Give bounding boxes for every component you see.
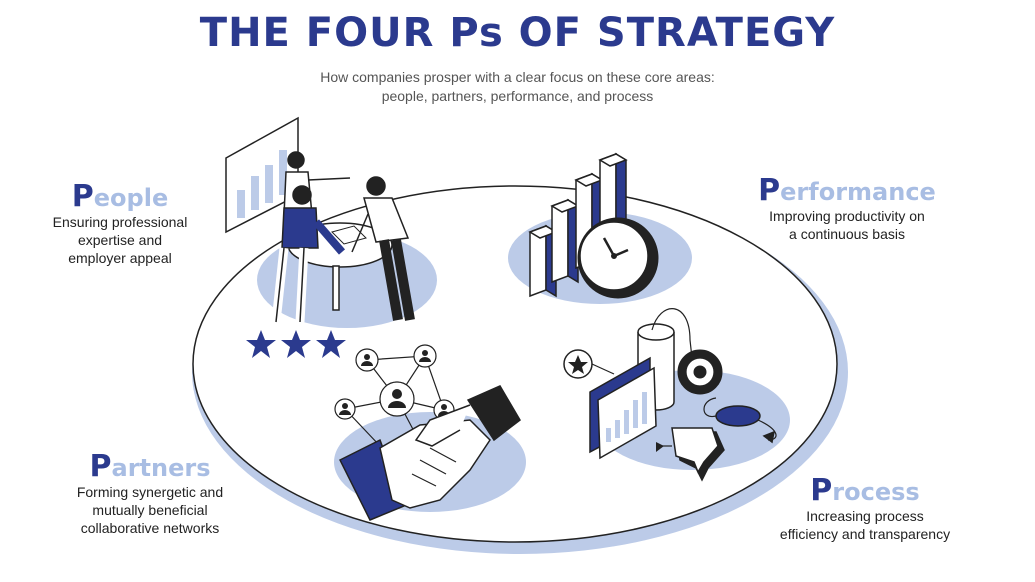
process-description: Increasing process efficiency and transp… (760, 507, 970, 543)
process-desc-line: Increasing process (806, 508, 924, 524)
people-at-table-icon (271, 151, 415, 323)
performance-block: Performance Improving productivity on a … (752, 176, 942, 243)
handshake-icon (338, 385, 521, 521)
monitor-chart-icon (589, 356, 657, 460)
people-description: Ensuring professional expertise and empl… (52, 213, 188, 267)
clock-icon (577, 217, 659, 299)
partners-desc-line: collaborative networks (80, 520, 220, 536)
people-desc-line: Ensuring professional (52, 214, 188, 230)
page-title: THE FOUR Ps OF STRATEGY (199, 10, 836, 56)
people-heading-cap: P (71, 179, 94, 214)
toggle-disc-icon (703, 397, 777, 444)
page-subtitle: How companies prosper with a clear focus… (0, 68, 1035, 106)
network-icon (334, 344, 455, 455)
partners-desc-line: mutually beneficial (92, 502, 208, 518)
people-desc-line: employer appeal (68, 250, 172, 266)
performance-desc-line: a continuous basis (789, 226, 905, 242)
star-badge-icon (563, 349, 615, 379)
star-icon (316, 330, 346, 358)
process-heading-rest: rocess (832, 478, 920, 506)
people-heading: People (52, 182, 188, 213)
performance-heading-cap: P (758, 173, 781, 208)
chat-bubble-icon (656, 427, 725, 482)
process-desc-line: efficiency and transparency (779, 526, 951, 542)
performance-heading-rest: erformance (780, 178, 936, 206)
partners-heading-cap: P (89, 449, 112, 484)
people-desc-line: expertise and (77, 232, 163, 248)
people-heading-rest: eople (93, 184, 169, 212)
rating-stars (246, 330, 346, 358)
subtitle-line-2: people, partners, performance, and proce… (381, 88, 654, 104)
partners-heading-rest: artners (111, 454, 211, 482)
partners-block: Partners Forming synergetic and mutually… (60, 452, 240, 537)
process-heading-cap: P (810, 473, 833, 508)
star-icon (246, 330, 276, 358)
people-block: People Ensuring professional expertise a… (52, 182, 188, 267)
performance-description: Improving productivity on a continuous b… (752, 207, 942, 243)
subtitle-line-1: How companies prosper with a clear focus… (320, 69, 715, 85)
partners-heading: Partners (60, 452, 240, 483)
star-icon (281, 330, 311, 358)
process-heading: Process (760, 476, 970, 507)
performance-heading: Performance (752, 176, 942, 207)
partners-desc-line: Forming synergetic and (76, 484, 224, 500)
process-block: Process Increasing process efficiency an… (760, 476, 970, 543)
partners-description: Forming synergetic and mutually benefici… (60, 483, 240, 537)
performance-desc-line: Improving productivity on (769, 208, 925, 224)
gear-icon (677, 349, 723, 395)
